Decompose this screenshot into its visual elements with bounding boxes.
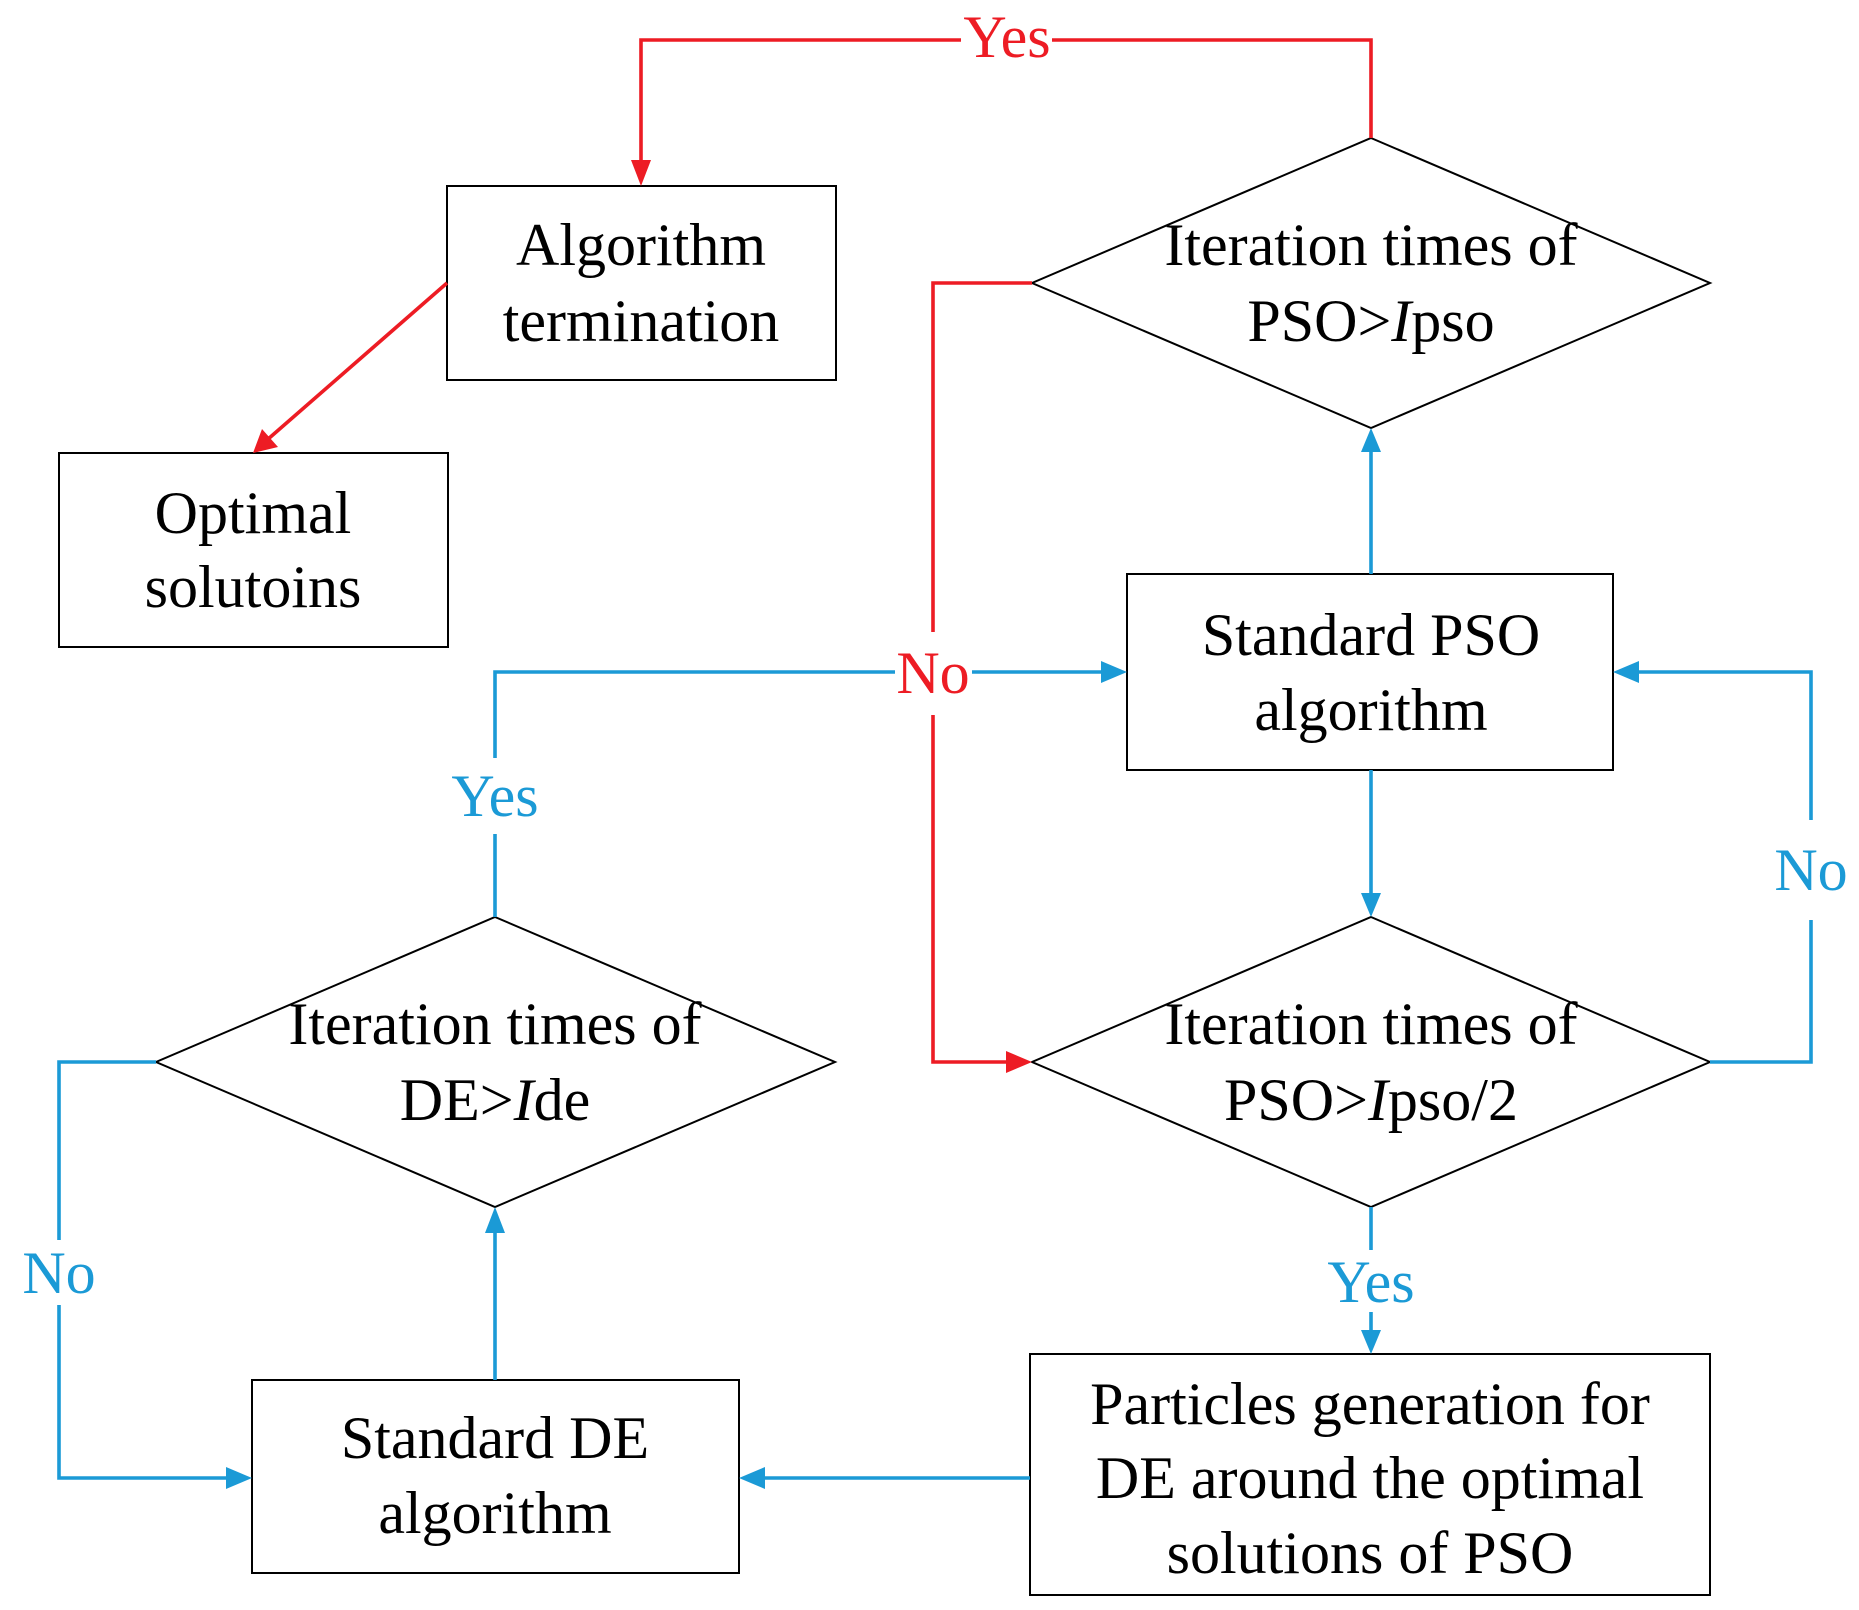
optimal-solutions-line2: solutoins [145,554,362,620]
decision-half-arrowhead [1361,893,1381,917]
standard-de-left-arrowhead [226,1467,252,1489]
optimal-solutions-box: Optimal solutoins [58,452,449,648]
decision-pso-line1: Iteration times of [1164,212,1577,278]
termination-arrowhead [631,160,651,186]
standard-pso-box: Standard PSO algorithm [1126,573,1614,771]
pso-no-line-top [931,281,1032,632]
standard-de-right-arrowhead [739,1467,765,1489]
edge-labels: Yes No Yes No Yes No [22,4,1847,1315]
standard-pso-left-arrowhead [1101,661,1127,683]
de-no-label: No [22,1240,95,1306]
optimal-solutions-line1: Optimal [155,480,352,546]
decision-pso-half-line2: PSO>Ipso/2 [1224,1067,1518,1133]
decision-de-diamond: Iteration times of DE>Ide [153,915,838,1209]
half-no-line-b [1636,670,1813,820]
algorithm-termination-line2: termination [503,288,780,354]
termination-to-optimal-line [265,281,449,442]
standard-de-line2: algorithm [378,1480,611,1546]
decision-pso-diamond: Iteration times of PSO>Ipso [1029,136,1713,430]
de-no-line-b [57,1305,229,1480]
blue-connectors [57,428,1813,1489]
decision-pso-half-line1: Iteration times of [1164,991,1577,1057]
decision-pso-line2: PSO>Ipso [1247,288,1494,354]
particles-generation-line1: Particles generation for [1090,1371,1650,1437]
standard-pso-right-arrowhead [1613,661,1639,683]
decision-pso-half-diamond: Iteration times of PSO>Ipso/2 [1029,915,1713,1209]
decision-de-arrowhead [485,1207,505,1233]
standard-pso-line2: algorithm [1254,677,1487,743]
pso-half-entry-arrowhead [1006,1051,1032,1073]
standard-pso-line1: Standard PSO [1202,602,1540,668]
particles-generation-line3: solutions of PSO [1167,1520,1574,1586]
optimal-arrowhead [253,429,278,453]
red-connectors [253,38,1373,1073]
decision-de-line2: DE>Ide [400,1067,590,1133]
half-yes-label: Yes [1327,1249,1414,1315]
particles-generation-box: Particles generation for DE around the o… [1029,1353,1711,1596]
decision-pso-arrowhead [1361,428,1381,452]
half-no-label: No [1774,837,1847,903]
de-no-line [57,1060,156,1240]
standard-de-line1: Standard DE [341,1405,649,1471]
particles-generation-line2: DE around the optimal [1096,1445,1644,1511]
particles-arrowhead [1361,1330,1381,1354]
pso-yes-label: Yes [963,4,1050,70]
pso-yes-to-termination-line [1052,38,1373,138]
de-yes-line-b [493,670,895,758]
algorithm-termination-box: Algorithm termination [446,185,837,381]
decision-de-line1: Iteration times of [288,991,701,1057]
pso-yes-to-termination-line-b [639,38,961,168]
algorithm-termination-line1: Algorithm [516,212,766,278]
de-yes-label: Yes [451,763,538,829]
pso-no-line-bottom [931,715,1012,1064]
pso-no-label: No [896,640,969,706]
half-no-line [1710,920,1813,1064]
standard-de-box: Standard DE algorithm [251,1379,740,1574]
